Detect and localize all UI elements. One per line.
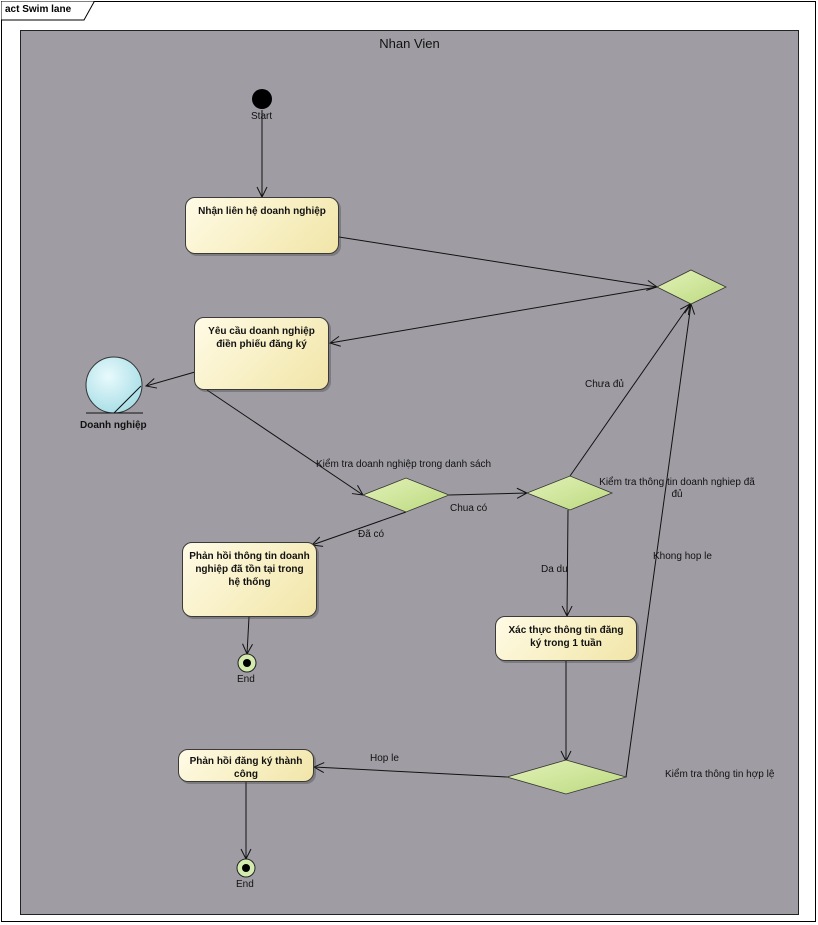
action-xac-thuc-label: Xác thực thông tin đăng ký trong 1 tuần [508,625,624,649]
action-yeu-cau-label: Yêu cầu doanh nghiệp điền phiếu đăng ký [208,326,315,350]
action-nhan-lien-he-label: Nhận liên hệ doanh nghiệp [198,206,326,217]
actor-slash [113,385,142,414]
action-phan-hoi-ton-tai: Phản hồi thông tin doanh nghiệp đã tồn t… [182,542,317,617]
start-label: Start [251,111,273,122]
action-phan-hoi-ton-tai-label: Phản hồi thông tin doanh nghiệp đã tồn t… [189,551,310,588]
decision-kiem-tra-danh-sach: Kiểm tra doanh nghiệp trong danh sách [316,459,492,470]
frame-tab-shape [1,1,95,21]
edge-d3-to-d1 [569,304,690,477]
edge-phanhoi-to-end1 [247,616,249,654]
edge-d4-to-d1 [625,304,691,778]
decision-d4 [505,759,628,795]
action-yeu-cau: Yêu cầu doanh nghiệp điền phiếu đăng ký [194,317,329,390]
end-node-1-core [243,659,251,667]
end-label-1: End [237,674,255,685]
edge-nhan-to-d1 [338,236,657,287]
action-nhan-lien-he: Nhận liên hệ doanh nghiệp [185,197,339,254]
edge-d2-to-phanhoi [312,511,407,545]
edge-d4-to-thanhcong [314,767,508,778]
action-phan-hoi-thanh-cong: Phản hồi đăng ký thành công [178,749,314,782]
decision-d1 [656,269,727,305]
edge-d3-to-xacthuc [567,509,568,616]
edge-yeucau-to-actor [146,371,196,386]
edge-d1-to-yeucau [330,286,658,343]
start-node [252,89,272,109]
end-label-2: End [236,879,254,890]
guard-da-du: Da du [541,564,568,575]
guard-khong-hop-le: Khong hop le [653,551,712,562]
actor-label: Doanh nghiệp [80,420,147,431]
end-node-2-core [242,864,250,872]
decision-d2 [361,477,451,513]
frame-title: act Swim lane [5,4,72,15]
actor-doanh-nghiep-icon [85,356,143,414]
edge-yeucau-to-d2 [206,389,363,495]
swimlane [20,30,799,915]
action-phan-hoi-thanh-cong-label: Phản hồi đăng ký thành công [189,756,303,780]
decision-kiem-tra-du: Kiểm tra thông tin doanh nghiep đã đủ [599,477,755,500]
guard-chua-du: Chưa đủ [585,379,624,390]
action-xac-thuc: Xác thực thông tin đăng ký trong 1 tuần [495,616,637,661]
edge-d2-to-d3 [448,493,527,495]
guard-da-co: Đã có [358,529,385,540]
swimlane-title: Nhan Vien [379,36,440,51]
decision-kiem-tra-hop-le: Kiểm tra thông tin hợp lệ [665,769,775,780]
guard-chua-co: Chua có [450,503,488,514]
decision-d3 [525,475,614,511]
guard-hop-le: Hop le [370,753,399,764]
